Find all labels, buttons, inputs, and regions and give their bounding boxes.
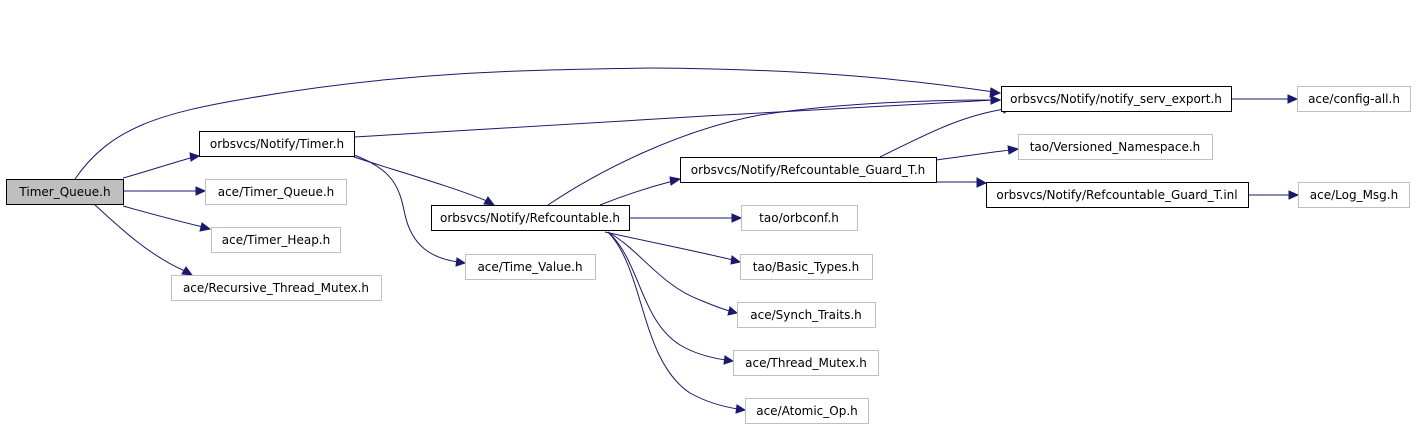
node-label: orbsvcs/Notify/Timer.h <box>210 137 344 151</box>
node-orbsvcs-notify-refcountable-h[interactable]: orbsvcs/Notify/Refcountable.h <box>431 205 630 231</box>
node-label: tao/Versioned_Namespace.h <box>1030 140 1201 154</box>
edge-notify-refcountable-to-tao-orbconf <box>629 213 743 223</box>
node-label: orbsvcs/Notify/Refcountable.h <box>440 211 620 225</box>
edge-notify-refcountable-to-refcountable-guard-t <box>599 176 682 206</box>
edge-timer-queue-to-notify-serv-export <box>74 67 1002 180</box>
edge-timer-queue-to-notify-timer <box>122 152 201 179</box>
node-label: ace/Time_Value.h <box>477 260 582 274</box>
node-label: ace/Recursive_Thread_Mutex.h <box>183 281 369 295</box>
node-ace-time-value-h[interactable]: ace/Time_Value.h <box>465 254 596 280</box>
node-label: ace/Timer_Queue.h <box>218 185 335 199</box>
node-label: tao/Basic_Types.h <box>753 260 859 274</box>
node-ace-config-all-h[interactable]: ace/config-all.h <box>1297 86 1411 112</box>
node-label: orbsvcs/Notify/Refcountable_Guard_T.h <box>691 163 926 177</box>
edge-notify-refcountable-to-tao-basic-types <box>604 231 742 265</box>
edge-notify-refcountable-to-ace-atomic-op <box>607 231 747 414</box>
edge-notify-refcountable-to-ace-thread-mutex <box>607 231 735 365</box>
node-ace-synch-traits-h[interactable]: ace/Synch_Traits.h <box>737 302 876 328</box>
edge-notify-serv-export-to-config-all <box>1231 94 1299 104</box>
node-refcountable-guard-t-h[interactable]: orbsvcs/Notify/Refcountable_Guard_T.h <box>680 157 937 183</box>
node-ace-atomic-op-h[interactable]: ace/Atomic_Op.h <box>745 398 869 424</box>
edge-notify-timer-to-ace-time-value <box>353 154 467 267</box>
node-label: orbsvcs/Notify/notify_serv_export.h <box>1010 92 1222 106</box>
nodes-layer: Timer_Queue.h orbsvcs/Notify/Timer.h orb… <box>6 86 1411 424</box>
node-label: ace/Synch_Traits.h <box>750 308 861 322</box>
node-label: ace/Log_Msg.h <box>1310 188 1398 202</box>
node-ace-timer-heap-h[interactable]: ace/Timer_Heap.h <box>211 227 341 253</box>
node-label: ace/Atomic_Op.h <box>756 404 858 418</box>
node-refcountable-guard-t-inl[interactable]: orbsvcs/Notify/Refcountable_Guard_T.inl <box>986 182 1249 208</box>
node-label: ace/config-all.h <box>1308 92 1400 106</box>
node-notify-serv-export-h[interactable]: orbsvcs/Notify/notify_serv_export.h <box>1001 86 1232 112</box>
node-tao-basic-types-h[interactable]: tao/Basic_Types.h <box>740 254 873 280</box>
node-label: Timer_Queue.h <box>18 185 110 199</box>
edges-layer <box>74 67 1300 414</box>
node-orbsvcs-notify-timer-h[interactable]: orbsvcs/Notify/Timer.h <box>199 131 355 157</box>
edge-notify-refcountable-to-ace-synch-traits <box>607 231 739 316</box>
node-label: ace/Timer_Heap.h <box>222 233 330 247</box>
node-timer-queue-h[interactable]: Timer_Queue.h <box>6 179 124 205</box>
node-tao-orbconf-h[interactable]: tao/orbconf.h <box>741 205 858 231</box>
node-ace-log-msg-h[interactable]: ace/Log_Msg.h <box>1298 182 1410 208</box>
edge-refcountable-guard-t-inl-to-ace-log-msg <box>1248 190 1300 200</box>
node-label: tao/orbconf.h <box>759 211 839 225</box>
node-ace-recursive-thread-mutex-h[interactable]: ace/Recursive_Thread_Mutex.h <box>171 275 382 301</box>
node-label: orbsvcs/Notify/Refcountable_Guard_T.inl <box>996 188 1237 202</box>
edge-timer-queue-to-ace-timer-queue <box>123 186 207 196</box>
edge-timer-queue-to-ace-timer-heap <box>122 205 212 232</box>
edge-notify-timer-to-notify-refcountable <box>353 156 496 206</box>
node-ace-timer-queue-h[interactable]: ace/Timer_Queue.h <box>205 179 347 205</box>
node-ace-thread-mutex-h[interactable]: ace/Thread_Mutex.h <box>733 350 879 376</box>
edge-refcountable-guard-t-to-tao-versioned-namespace <box>935 145 1020 161</box>
edge-refcountable-guard-t-to-refcountable-guard-t-inl <box>936 177 988 188</box>
edge-notify-refcountable-to-notify-serv-export <box>547 95 1002 206</box>
node-tao-versioned-namespace-h[interactable]: tao/Versioned_Namespace.h <box>1018 134 1213 160</box>
node-label: ace/Thread_Mutex.h <box>745 356 867 370</box>
edge-timer-queue-to-ace-recursive-thread-mutex <box>93 203 194 276</box>
edge-refcountable-guard-t-to-notify-serv-export <box>879 103 1014 158</box>
